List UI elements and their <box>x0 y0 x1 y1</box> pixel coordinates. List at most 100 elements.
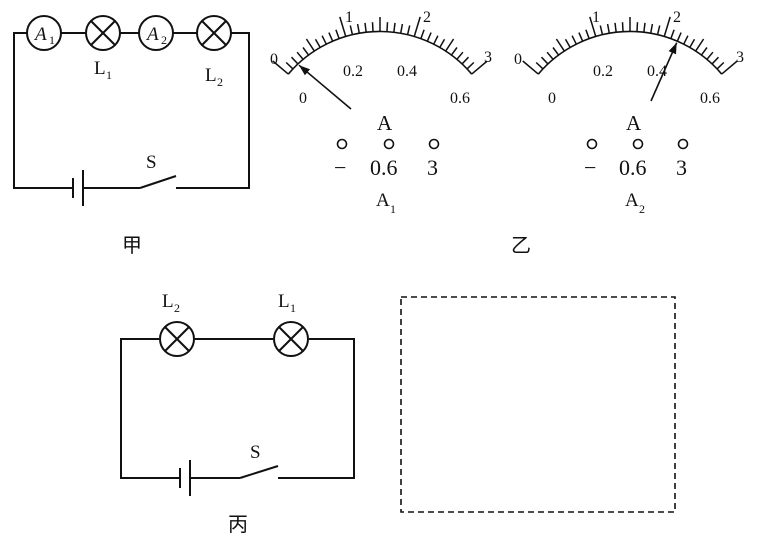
scale-tick <box>285 61 294 70</box>
meter-a1-lower-0: 0 <box>299 90 307 107</box>
ammeter-a2-sub: 2 <box>161 33 167 47</box>
ammeter-a1-symbol: A 1 <box>26 15 62 51</box>
scale-tick <box>364 22 367 32</box>
answer-box <box>400 296 676 513</box>
scale-tick <box>328 32 334 42</box>
scale-tick <box>439 38 446 48</box>
meter-a2-upper-2: 2 <box>673 9 681 26</box>
meter-a1-pointer-head <box>299 65 310 76</box>
scale-tick <box>406 25 411 35</box>
scale-tick <box>670 29 675 39</box>
scale-tick <box>676 32 682 42</box>
scale-tick <box>466 61 475 70</box>
scale-tick <box>272 60 289 75</box>
wire-bing-right <box>278 338 355 479</box>
scale-tick <box>552 47 559 56</box>
scale-tick <box>585 29 590 39</box>
meter-a1-terminal-label-neg: − <box>334 155 346 180</box>
meter-a1-terminal-label-06: 0.6 <box>370 155 398 180</box>
caption-yi: 乙 <box>511 233 531 257</box>
scale-tick <box>400 23 404 33</box>
scale-tick <box>578 32 584 42</box>
scale-tick <box>305 38 315 52</box>
scale-tick <box>716 61 725 70</box>
meter-a1-arc <box>287 30 473 75</box>
scale-tick <box>461 56 470 65</box>
meter-a2-lower-1: 0.2 <box>593 63 613 80</box>
meter-a2-terminal-06 <box>632 138 644 150</box>
meter-a2-name: A <box>625 190 639 211</box>
wire-bing-left <box>120 338 180 479</box>
lamp-bing-l2-symbol: L 2 <box>159 291 195 357</box>
scale-tick <box>689 38 696 48</box>
lamp-bing-l2-letter: L <box>162 291 174 312</box>
lamp-bing-l2-sub: 2 <box>174 301 180 315</box>
meter-a2-pointer-head <box>668 42 677 55</box>
meter-a1-terminal-neg <box>336 138 348 150</box>
meter-a1-name: A <box>376 190 390 211</box>
meter-a1-lower-3: 0.6 <box>450 90 470 107</box>
lamp-bing-l1-symbol: L 1 <box>273 291 309 357</box>
scale-tick <box>349 25 354 35</box>
scale-tick <box>335 29 340 39</box>
scale-tick <box>606 23 610 33</box>
scale-tick <box>290 56 299 65</box>
lamp-bing-l1-letter: L <box>278 291 290 312</box>
meter-a1-name-sub: 1 <box>390 202 396 216</box>
scale-tick <box>356 23 360 33</box>
meter-a1-terminal-3 <box>428 138 440 150</box>
scale-tick <box>314 38 321 48</box>
switch-bing-symbol: S <box>239 442 279 479</box>
scale-tick <box>540 56 549 65</box>
scale-tick <box>650 23 654 33</box>
meter-a2-name-sub: 2 <box>639 202 645 216</box>
scale-tick <box>706 51 714 60</box>
meter-a2-arc <box>537 30 723 75</box>
meter-a2-upper-3: 3 <box>736 49 744 66</box>
scale-tick <box>721 60 738 75</box>
meter-a2-terminal-label-3: 3 <box>676 155 687 180</box>
scale-tick <box>456 51 464 60</box>
meter-a1-ticks <box>272 16 488 75</box>
lamp-l1-sub: 1 <box>106 68 112 82</box>
meter-a1-upper-1: 1 <box>345 9 353 26</box>
scale-tick <box>711 56 720 65</box>
scale-tick <box>663 16 671 37</box>
meter-a1-lower-2: 0.4 <box>397 63 417 80</box>
scale-tick <box>555 38 565 52</box>
ammeter-a2-symbol: A 2 <box>138 15 174 51</box>
scale-tick <box>426 32 432 42</box>
caption-jia: 甲 <box>122 233 142 257</box>
scale-tick <box>296 51 304 60</box>
scale-tick <box>599 25 604 35</box>
scale-tick <box>621 22 624 32</box>
scale-tick <box>636 22 639 32</box>
meter-a2-upper-1: 1 <box>592 9 600 26</box>
meter-a2-terminal-neg <box>586 138 598 150</box>
scale-tick <box>302 47 309 56</box>
scale-tick <box>471 60 488 75</box>
lamp-l2-symbol: L 2 <box>196 15 232 89</box>
meter-a2-terminal-label-06: 0.6 <box>619 155 647 180</box>
wire-jia-right <box>176 32 250 189</box>
meter-a2-lower-3: 0.6 <box>700 90 720 107</box>
meter-a1: 1 2 3 0 0 0.2 0.4 0.6 A − 0.6 3 A 1 <box>270 9 492 216</box>
scale-tick <box>386 22 389 32</box>
meter-a1-lower-1: 0.2 <box>343 63 363 80</box>
scale-tick <box>535 61 544 70</box>
meter-a2-lower-0: 0 <box>548 90 556 107</box>
scale-tick <box>420 29 425 39</box>
meter-a2: 1 2 3 0 0 0.2 0.4 0.6 A − 0.6 3 A 2 <box>514 9 744 216</box>
battery-bing-symbol <box>179 460 191 496</box>
caption-bing: 丙 <box>228 512 248 536</box>
meter-a1-terminal-06 <box>383 138 395 150</box>
scale-tick <box>614 22 617 32</box>
meter-a1-pointer <box>298 64 352 110</box>
scale-tick <box>445 38 455 52</box>
scale-tick <box>656 25 661 35</box>
meter-a2-terminal-3 <box>677 138 689 150</box>
ammeter-a1-letter: A <box>33 24 47 45</box>
battery-jia-symbol <box>72 170 84 206</box>
